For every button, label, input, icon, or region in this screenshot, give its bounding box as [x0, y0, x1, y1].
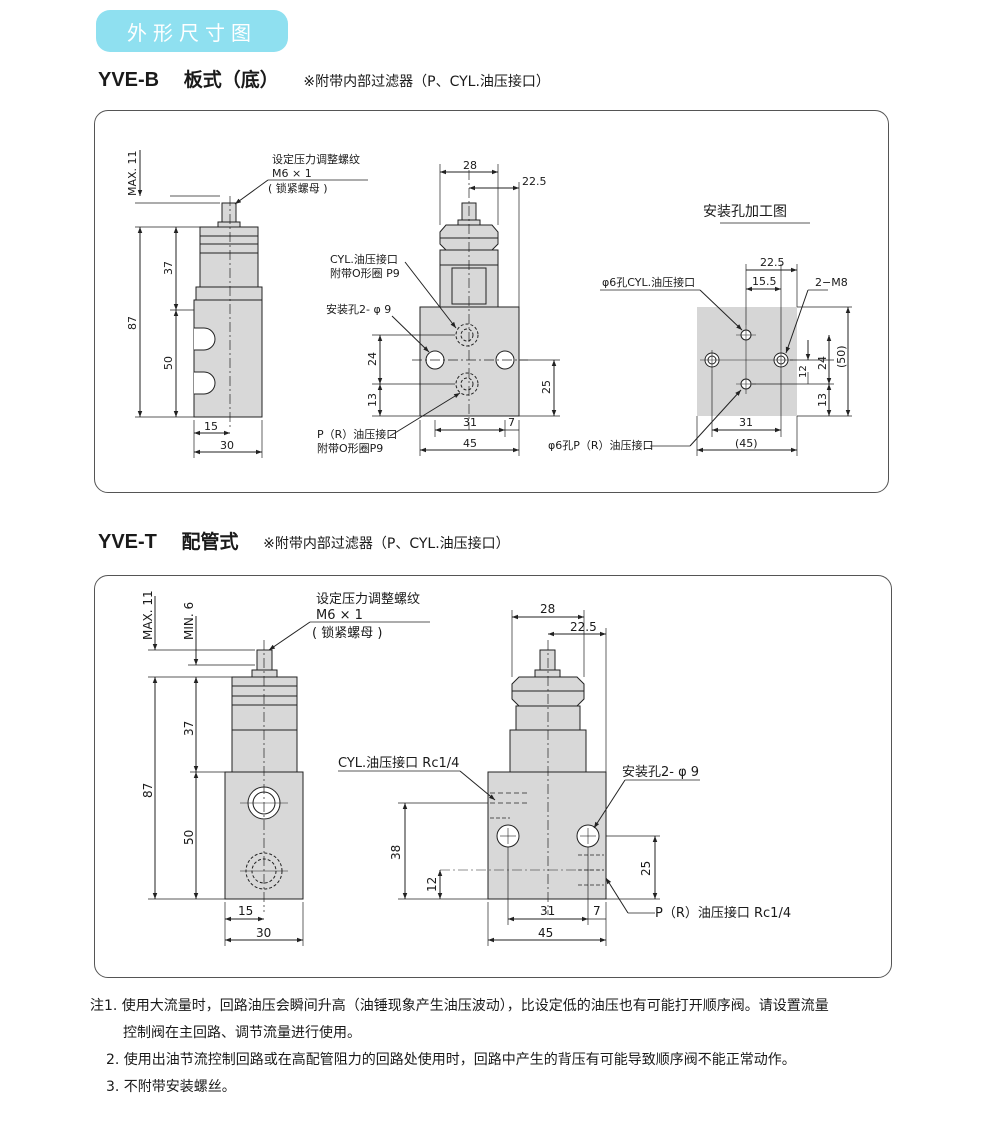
t-label-lock-nut: ( 锁紧螺母 )	[312, 625, 382, 641]
t-dim-28: 28	[540, 602, 555, 616]
t-dim-37: 37	[182, 721, 196, 736]
section2-model: YVE-T	[98, 531, 157, 553]
b-label-phi6-p: φ6孔P（R）油压接口	[548, 438, 654, 452]
b-dim-45p: (45)	[735, 437, 758, 450]
b-dim-50: 50	[162, 356, 175, 370]
b-dim-24b: 24	[816, 356, 829, 370]
t-dim-87: 87	[141, 783, 155, 798]
section1-heading: YVE-B 板式（底） ※附带内部过滤器（P、CYL.油压接口）	[98, 65, 550, 92]
notes-block: 注1. 使用大流量时，回路油压会瞬间升高（油锤现象产生油压波动），比设定低的油压…	[90, 993, 970, 1101]
b-label-m8: 2−M8	[815, 276, 848, 289]
t-dim-31: 31	[540, 904, 555, 918]
b-dim-31b: 31	[739, 416, 753, 429]
section1-model: YVE-B	[98, 69, 160, 91]
section1-note: ※附带内部过滤器（P、CYL.油压接口）	[303, 74, 550, 90]
t-label-p-rc: P（R）油压接口 Rc1/4	[655, 905, 791, 921]
t-dim-25: 25	[639, 861, 653, 876]
b-dim-12: 12	[798, 365, 809, 378]
section2-type: 配管式	[181, 531, 239, 553]
t-dim-22-5: 22.5	[570, 620, 597, 634]
b-dim-15: 15	[204, 420, 218, 433]
t-front-view	[338, 610, 700, 946]
t-label-adj-screw: 设定压力调整螺纹	[316, 592, 420, 607]
b-side-view	[135, 150, 368, 458]
b-dim-31: 31	[463, 416, 477, 429]
b-dim-37: 37	[162, 261, 175, 275]
section2-heading: YVE-T 配管式 ※附带内部过滤器（P、CYL.油压接口）	[98, 527, 510, 554]
t-dim-7: 7	[593, 904, 601, 918]
b-dim-15-5: 15.5	[752, 275, 777, 288]
b-dim-7: 7	[508, 416, 515, 429]
b-dim-25: 25	[540, 380, 553, 394]
t-dim-45: 45	[538, 926, 553, 940]
t-dim-12: 12	[425, 877, 439, 892]
b-dim-28: 28	[463, 159, 477, 172]
t-label-mount-holes: 安装孔2- φ 9	[622, 765, 699, 780]
t-dim-15: 15	[238, 904, 253, 918]
t-dim-min6: MIN. 6	[182, 602, 196, 640]
t-dim-30: 30	[256, 926, 271, 940]
b-label-phi6-cyl: φ6孔CYL.油压接口	[602, 275, 695, 289]
note-1a: 注1. 使用大流量时，回路油压会瞬间升高（油锤现象产生油压波动），比设定低的油压…	[90, 998, 829, 1014]
b-label-p-port: P（R）油压接口	[317, 427, 397, 441]
t-dim-38: 38	[389, 845, 403, 860]
b-dim-13b: 13	[816, 393, 829, 407]
note-2: 2. 使用出油节流控制回路或在高配管阻力的回路处使用时，回路中产生的背压有可能导…	[106, 1052, 796, 1068]
b-dim-22-5: 22.5	[522, 175, 547, 188]
b-label-cyl-port: CYL.油压接口	[330, 252, 398, 266]
b-label-hole-machining: 安装孔加工图	[703, 204, 787, 220]
b-label-m6: M6 × 1	[272, 167, 312, 180]
b-dim-max11: MAX. 11	[126, 150, 139, 196]
section1-type: 板式（底）	[183, 69, 279, 91]
section2-note: ※附带内部过滤器（P、CYL.油压接口）	[263, 536, 510, 552]
b-dim-13: 13	[366, 393, 379, 407]
b-dim-45: 45	[463, 437, 477, 450]
b-dim-30: 30	[220, 439, 234, 452]
t-dim-50: 50	[182, 830, 196, 845]
t-side-view	[148, 596, 430, 946]
b-front-view	[372, 164, 560, 456]
b-label-oring-p9: 附带O形圈 P9	[330, 266, 400, 280]
b-dim-24: 24	[366, 352, 379, 366]
b-dim-22-5b: 22.5	[760, 256, 785, 269]
note-3: 3. 不附带安装螺丝。	[106, 1079, 236, 1095]
b-label-adj-screw: 设定压力调整螺纹	[272, 152, 360, 166]
t-label-cyl-rc: CYL.油压接口 Rc1/4	[338, 755, 459, 771]
b-dim-50p: (50)	[835, 345, 848, 368]
b-label-lock-nut: ( 锁紧螺母 )	[268, 181, 328, 195]
b-dim-87: 87	[126, 316, 139, 330]
section-banner: 外形尺寸图	[96, 10, 288, 52]
b-label-mount-holes: 安装孔2- φ 9	[326, 302, 391, 316]
t-label-m6: M6 × 1	[316, 608, 363, 623]
b-hole-plan	[600, 222, 852, 456]
t-dim-max11: MAX. 11	[141, 590, 155, 640]
b-label-oring-p9b: 附带O形圈P9	[317, 441, 383, 455]
note-1b: 控制阀在主回路、调节流量进行使用。	[123, 1025, 361, 1041]
